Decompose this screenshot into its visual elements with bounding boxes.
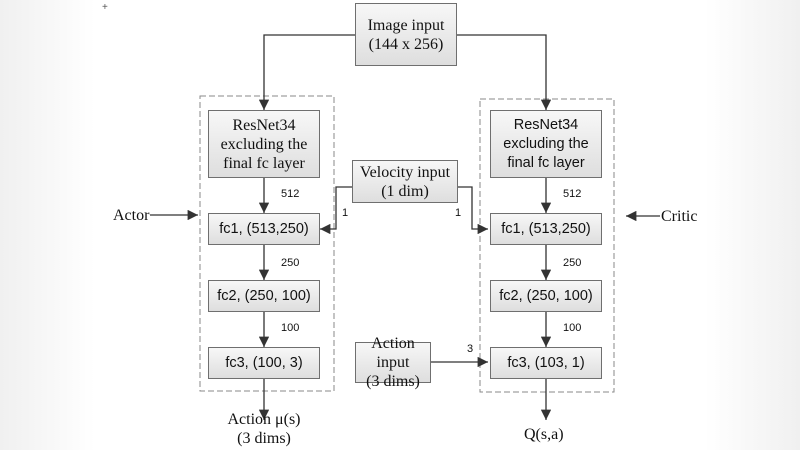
actor-250-label: 250	[281, 257, 300, 269]
crosshair-glyph: +	[102, 2, 108, 13]
actor-container	[199, 95, 335, 392]
actor-output-label: Action μ(s) (3 dims)	[214, 410, 314, 448]
velocity-input-title: Velocity input	[359, 164, 451, 181]
actor-fc1-box: fc1, (513,250)	[208, 213, 320, 245]
actor-output-line2: (3 dims)	[237, 430, 291, 447]
critic-label: Critic	[661, 208, 698, 225]
critic-fc1-box: fc1, (513,250)	[490, 213, 602, 245]
actor-label: Actor	[113, 207, 150, 224]
critic-resnet-line1: ResNet34	[513, 116, 579, 133]
velocity-to-actor-edge	[320, 186, 352, 235]
actor-resnet-line2: excluding the	[220, 135, 308, 153]
critic-fc1-label: fc1, (513,250)	[501, 220, 591, 237]
image-input-title: Image input	[367, 16, 445, 34]
actor-output-line1: Action μ(s)	[227, 411, 301, 428]
critic-100-label: 100	[563, 322, 582, 334]
actor-resnet-line1: ResNet34	[232, 116, 296, 134]
actor-fc2-box: fc2, (250, 100)	[208, 280, 320, 312]
actor-100-label: 100	[281, 322, 300, 334]
actor-fc1-label: fc1, (513,250)	[219, 220, 309, 237]
actor-fc3-label: fc3, (100, 3)	[225, 354, 303, 371]
velocity-input-size: (1 dim)	[381, 183, 429, 200]
velocity-actor-dim-label: 1	[342, 207, 349, 219]
velocity-critic-dim-label: 1	[455, 207, 462, 219]
critic-resnet-line2: excluding the	[503, 135, 589, 152]
action-input-box: Action input (3 dims)	[355, 335, 431, 390]
actor-512-label: 512	[281, 188, 300, 200]
critic-resnet-box: ResNet34 excluding the final fc layer	[490, 110, 602, 178]
action-critic-dim-label: 3	[467, 343, 474, 355]
action-input-size: (3 dims)	[366, 373, 420, 390]
action-input-title: Action input	[371, 335, 415, 371]
critic-fc2-box: fc2, (250, 100)	[490, 280, 602, 312]
actor-fc3-box: fc3, (100, 3)	[208, 347, 320, 379]
image-input-box: Image input (144 x 256)	[355, 3, 457, 66]
velocity-input-box: Velocity input (1 dim)	[352, 160, 458, 203]
critic-250-label: 250	[563, 257, 582, 269]
actor-fc2-label: fc2, (250, 100)	[217, 287, 311, 304]
critic-output-label: Q(s,a)	[524, 426, 564, 443]
critic-fc3-box: fc3, (103, 1)	[490, 347, 602, 379]
image-input-size: (144 x 256)	[368, 35, 444, 53]
critic-fc3-label: fc3, (103, 1)	[507, 354, 585, 371]
critic-fc2-label: fc2, (250, 100)	[499, 287, 593, 304]
critic-512-label: 512	[563, 188, 582, 200]
image-to-critic-edge	[457, 34, 552, 110]
velocity-to-critic-edge	[458, 186, 488, 235]
critic-container	[479, 98, 615, 393]
image-to-actor-edge	[258, 34, 355, 110]
actor-resnet-line3: final fc layer	[223, 154, 305, 172]
critic-resnet-line3: final fc layer	[507, 154, 585, 171]
actor-resnet-box: ResNet34 excluding the final fc layer	[208, 110, 320, 178]
